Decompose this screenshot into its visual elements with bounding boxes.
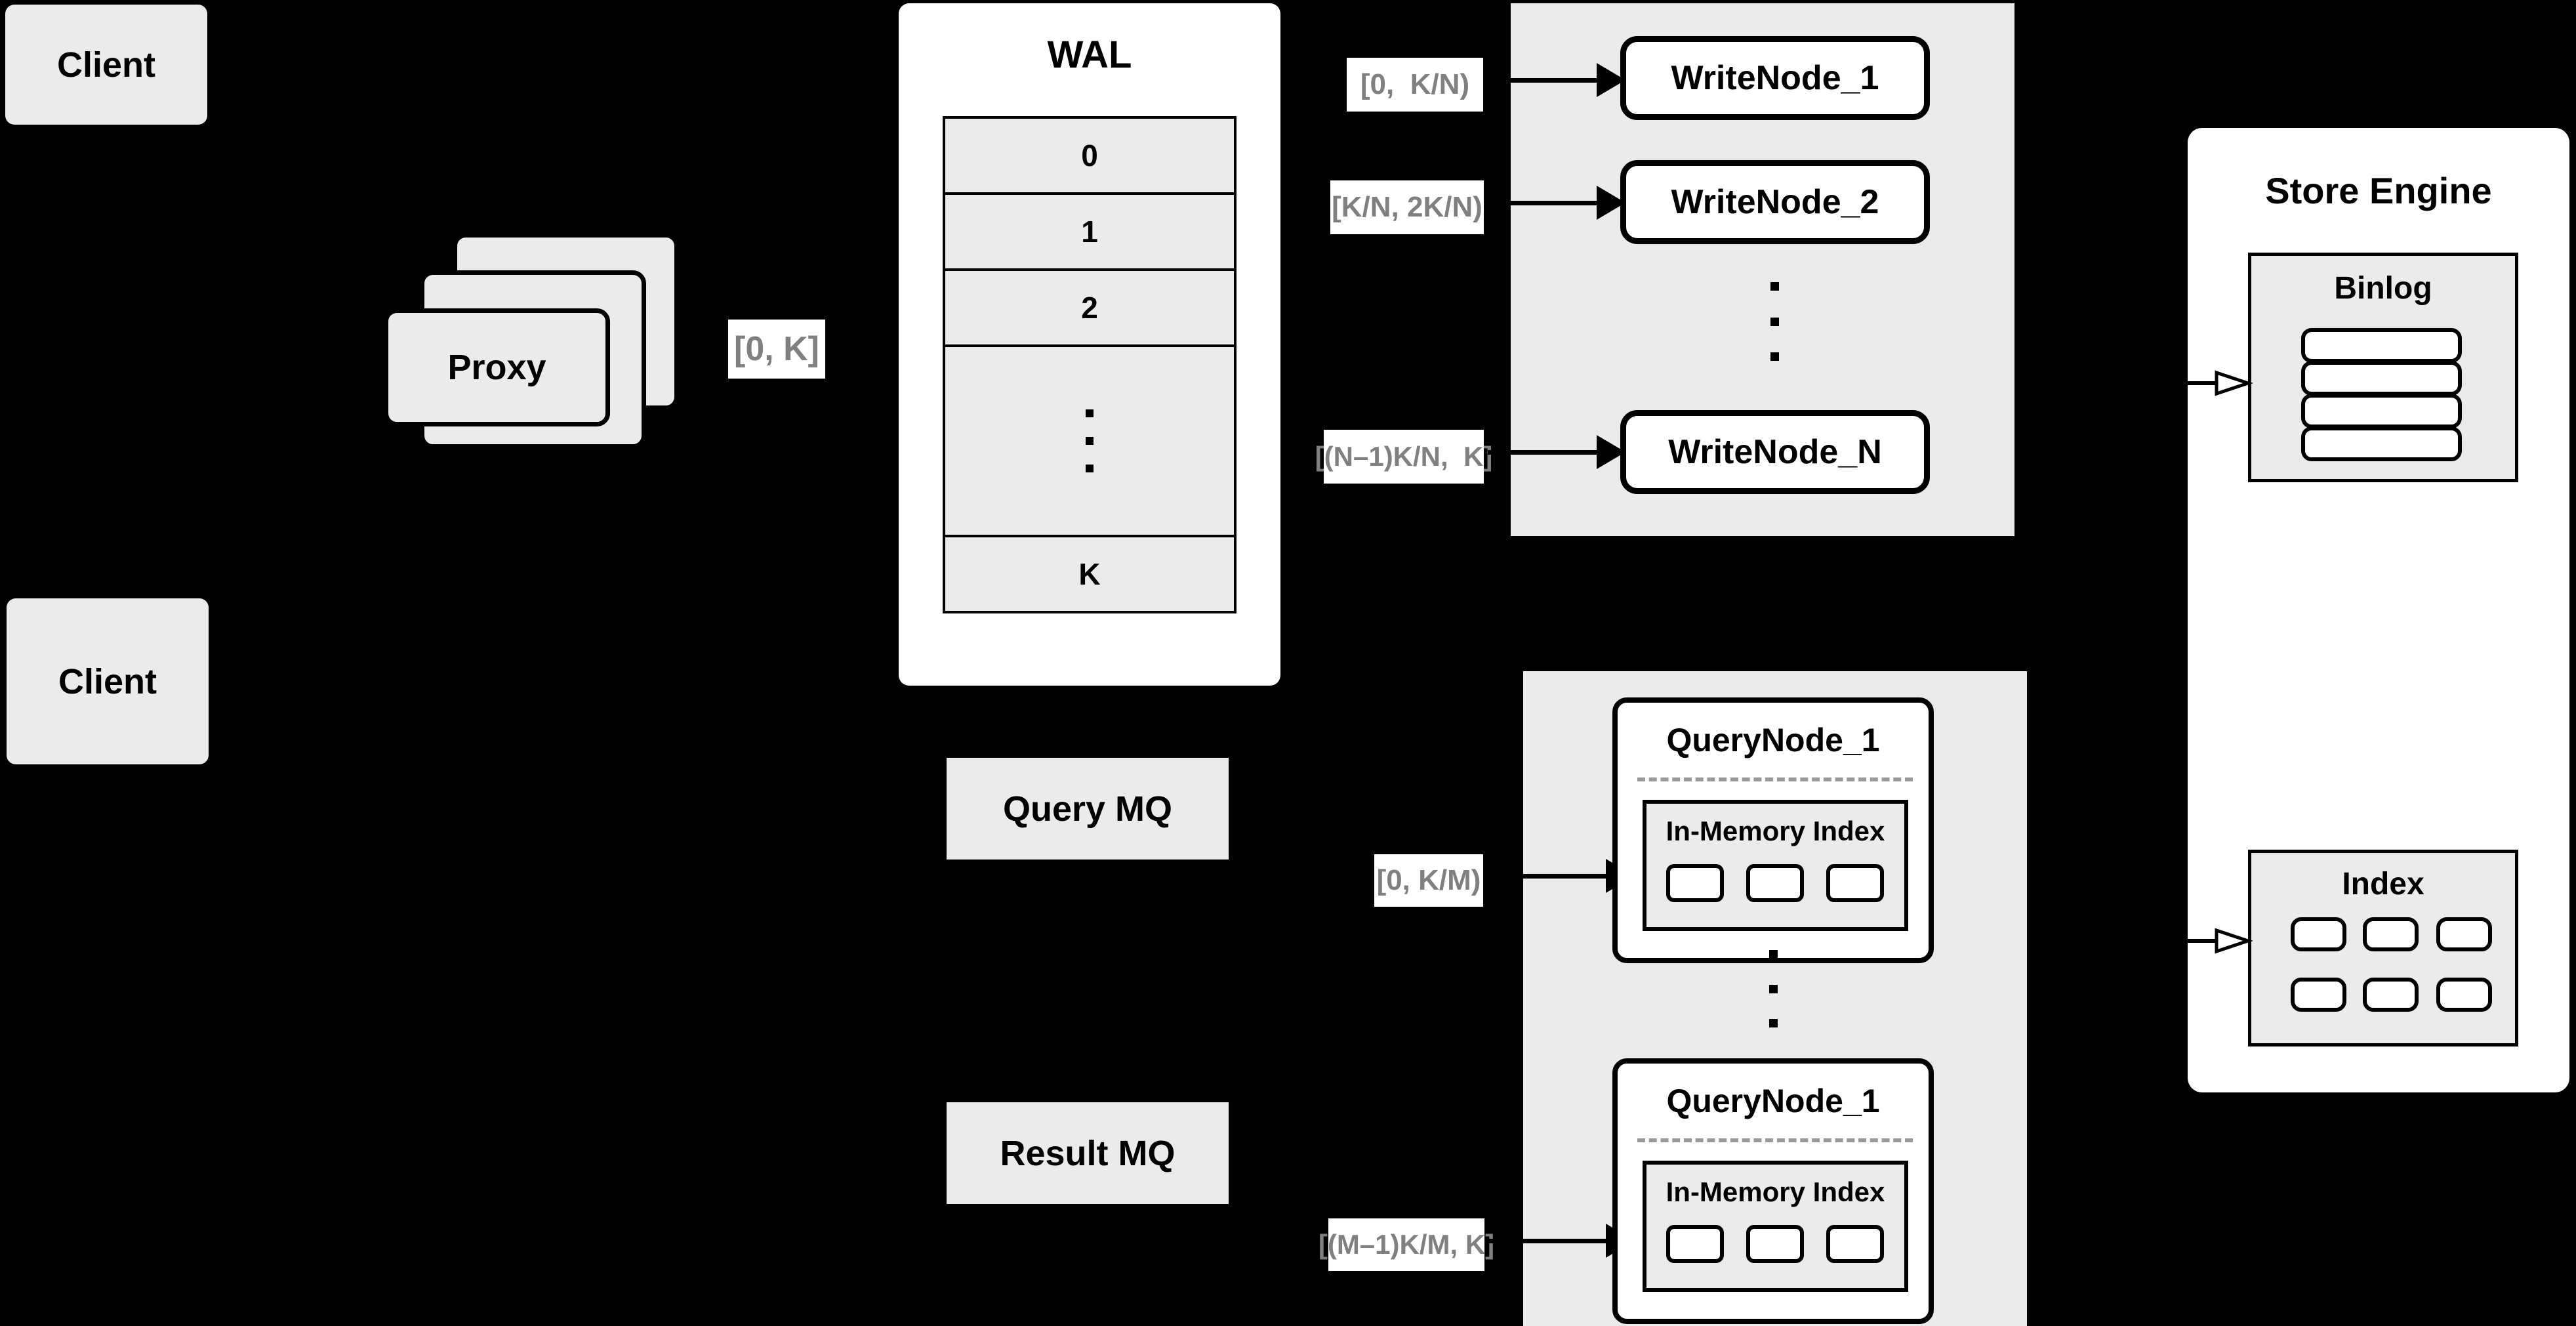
index-cell[interactable] (2291, 917, 2346, 951)
binlog-row[interactable] (2301, 328, 2462, 363)
binlog-title: Binlog (2334, 271, 2432, 306)
binlog-inflow-arrow (2188, 369, 2253, 398)
index-title: Index (2342, 867, 2424, 901)
index-cell[interactable] (2436, 917, 2492, 951)
write-node-1-label: WriteNode_1 (1671, 59, 1879, 97)
write-node-ellipsis (1770, 282, 1779, 361)
query-mq-label: Query MQ (1002, 789, 1173, 829)
in-memory-index-slot[interactable] (1666, 1225, 1724, 1263)
query-node-ellipsis (1768, 950, 1778, 1027)
binlog-row[interactable] (2301, 426, 2462, 461)
write-node-2-range-label: [K/N, 2K/N) (1330, 180, 1484, 234)
write-node-1-arrow-line (1488, 78, 1606, 83)
in-memory-index-slot[interactable] (1826, 1225, 1884, 1263)
query-node-m[interactable]: QueryNode_1 In-Memory Index (1612, 1058, 1934, 1324)
in-memory-index-slot[interactable] (1746, 1225, 1804, 1263)
query-mq-box[interactable]: Query MQ (947, 758, 1229, 860)
query-node-m-arrow-line (1488, 1239, 1616, 1243)
write-node-n-range-label: [(N–1)K/N, K] (1315, 430, 1492, 484)
write-node-1-range-label: [0, K/N) (1347, 58, 1483, 112)
index-cell[interactable] (2363, 917, 2419, 951)
client-box-1-label: Client (56, 45, 155, 85)
wal-title: WAL (1047, 33, 1132, 76)
write-node-n[interactable]: WriteNode_N (1620, 410, 1930, 494)
index-cell[interactable] (2363, 978, 2419, 1012)
proxy-range-label: [0, K] (728, 320, 825, 379)
result-mq-label: Result MQ (1000, 1133, 1176, 1173)
index-cell[interactable] (2291, 978, 2346, 1012)
query-node-m-separator (1637, 1138, 1913, 1142)
store-engine-title: Store Engine (2265, 170, 2492, 211)
wal-entry-list: 0 1 2 K (943, 116, 1237, 613)
index-inflow-arrow (2188, 926, 2253, 955)
query-node-m-label: QueryNode_1 (1666, 1083, 1880, 1119)
write-node-n-arrow-line (1488, 450, 1606, 455)
binlog-row[interactable] (2301, 394, 2462, 428)
index-cell[interactable] (2436, 978, 2492, 1012)
index-panel: Index (2248, 850, 2518, 1046)
query-node-1-range-label: [0, K/M) (1374, 854, 1483, 907)
binlog-panel: Binlog (2248, 253, 2518, 482)
write-node-2-arrow-line (1488, 201, 1606, 205)
write-node-1[interactable]: WriteNode_1 (1620, 36, 1930, 120)
binlog-row[interactable] (2301, 361, 2462, 396)
in-memory-index-label: In-Memory Index (1666, 816, 1885, 846)
query-node-1-in-memory-index: In-Memory Index (1643, 800, 1908, 931)
query-node-1-separator (1637, 777, 1913, 781)
in-memory-index-slot[interactable] (1746, 864, 1804, 902)
in-memory-index-slot[interactable] (1826, 864, 1884, 902)
client-box-2[interactable]: Client (7, 598, 209, 764)
wal-entry-ellipsis (945, 347, 1234, 537)
query-node-m-in-memory-index: In-Memory Index (1643, 1161, 1908, 1292)
wal-entry[interactable]: 0 (945, 119, 1234, 195)
in-memory-index-label: In-Memory Index (1666, 1176, 1885, 1207)
wal-entry[interactable]: 1 (945, 195, 1234, 271)
client-box-2-label: Client (58, 661, 157, 701)
query-node-1-label: QueryNode_1 (1666, 722, 1880, 758)
query-node-1-arrow-line (1488, 874, 1616, 879)
in-memory-index-slot[interactable] (1666, 864, 1724, 902)
wal-entry[interactable]: 2 (945, 271, 1234, 347)
proxy-label: Proxy (447, 348, 546, 387)
wal-entry[interactable]: K (945, 537, 1234, 613)
write-node-2[interactable]: WriteNode_2 (1620, 160, 1930, 244)
write-node-2-label: WriteNode_2 (1671, 183, 1879, 221)
write-node-n-label: WriteNode_N (1668, 433, 1882, 471)
query-node-m-range-label: [(M–1)K/M, K] (1319, 1218, 1494, 1271)
query-node-1[interactable]: QueryNode_1 In-Memory Index (1612, 697, 1934, 963)
proxy-box[interactable]: Proxy (384, 308, 610, 426)
result-mq-box[interactable]: Result MQ (947, 1102, 1229, 1204)
wal-panel: WAL 0 1 2 K (899, 3, 1280, 686)
client-box-1[interactable]: Client (5, 5, 207, 125)
